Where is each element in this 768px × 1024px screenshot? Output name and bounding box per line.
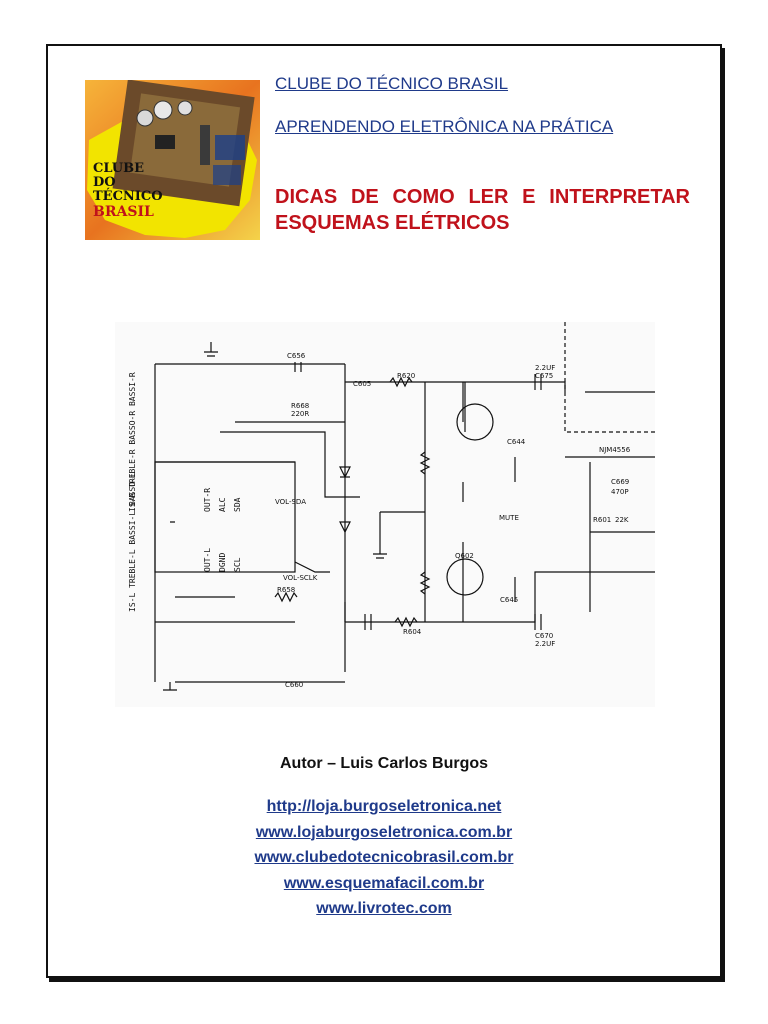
svg-text:C605: C605 — [353, 380, 371, 388]
svg-text:470P: 470P — [611, 488, 629, 496]
svg-text:IS-L TREBLE-L BASSI-L BASSO-L: IS-L TREBLE-L BASSI-L BASSO-L — [128, 472, 137, 612]
author-line: Autor – Luis Carlos Burgos — [279, 755, 489, 772]
club-title: CLUBE DO TÉCNICO BRASIL — [275, 74, 509, 93]
schematic-diagram: C656 C605 R620 2.2UF C675 NJM4556 R668 2… — [115, 322, 655, 707]
link-lojaburgoseletronica[interactable]: www.lojaburgoseletronica.com.br — [255, 823, 513, 841]
svg-text:R604: R604 — [403, 628, 422, 636]
svg-text:R668: R668 — [291, 402, 309, 410]
svg-text:220R: 220R — [291, 410, 309, 418]
link-esquemafacil[interactable]: www.esquemafacil.com.br — [283, 874, 485, 892]
link-clubedotecnicobrasil[interactable]: www.clubedotecnicobrasil.com.br — [254, 849, 514, 866]
svg-text:C670: C670 — [535, 632, 553, 640]
svg-text:C660: C660 — [285, 681, 303, 689]
link-list: http://loja.burgoseletronica.net www.loj… — [0, 794, 768, 922]
svg-text:VOL-SDA: VOL-SDA — [275, 498, 306, 506]
course-title: APRENDENDO ELETRÔNICA NA PRÁTICA — [275, 117, 614, 136]
svg-text:C656: C656 — [287, 352, 306, 360]
svg-text:NJM4556: NJM4556 — [599, 446, 631, 454]
svg-text:OUT-L: OUT-L — [203, 548, 212, 572]
document-title: DICAS DE COMO LER E INTERPRETAR ESQUEMAS… — [275, 186, 690, 234]
svg-text:C645: C645 — [500, 596, 518, 604]
svg-text:SDA: SDA — [233, 497, 242, 512]
svg-text:ALC: ALC — [218, 497, 227, 512]
svg-text:C669: C669 — [611, 478, 629, 486]
svg-text:R601: R601 — [593, 516, 611, 524]
svg-text:22K: 22K — [615, 516, 629, 524]
svg-text:C644: C644 — [507, 438, 526, 446]
svg-text:IS-R TREBLE-R BASSO-R BASSI-R: IS-R TREBLE-R BASSO-R BASSI-R — [128, 372, 137, 512]
svg-text:SCL: SCL — [233, 557, 242, 572]
logo-text-3: TÉCNICO — [93, 188, 163, 204]
logo-text-4: BRASIL — [93, 204, 154, 220]
svg-text:2.2UF: 2.2UF — [535, 640, 555, 648]
svg-text:R620: R620 — [397, 372, 415, 380]
club-logo: CLUBE DO TÉCNICO BRASIL — [85, 80, 260, 240]
link-loja-burgoseletronica[interactable]: http://loja.burgoseletronica.net — [266, 798, 502, 815]
svg-text:OUT-R: OUT-R — [203, 488, 212, 512]
svg-text:C675: C675 — [535, 372, 553, 380]
svg-text:VOL-SCLK: VOL-SCLK — [283, 574, 318, 582]
svg-text:R658: R658 — [277, 586, 295, 594]
svg-text:Q602: Q602 — [455, 552, 474, 560]
logo-text-1: CLUBE — [93, 161, 144, 176]
svg-text:DGND: DGND — [218, 553, 227, 572]
svg-text:MUTE: MUTE — [499, 514, 519, 522]
logo-text-2: DO — [93, 175, 116, 190]
link-livrotec[interactable]: www.livrotec.com — [316, 900, 452, 917]
svg-text:2.2UF: 2.2UF — [535, 364, 555, 372]
